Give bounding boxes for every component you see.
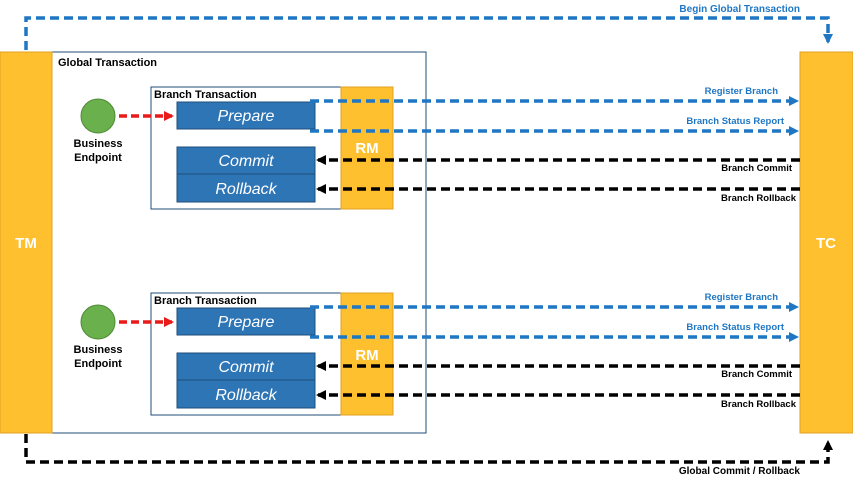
global-commit-rollback-arrow <box>24 434 833 464</box>
prepare-label: Prepare <box>218 108 275 125</box>
rm-label: RM <box>355 347 378 364</box>
business-endpoint-icon <box>80 304 116 340</box>
rm-label: RM <box>355 140 378 157</box>
tm-label: TM <box>15 235 37 252</box>
prepare-label: Prepare <box>218 314 275 331</box>
business-endpoint-icon <box>80 98 116 134</box>
branch-transaction-title: Branch Transaction <box>154 89 257 101</box>
business-endpoint-label-line1: Business <box>74 138 123 150</box>
commit-label: Commit <box>218 359 274 376</box>
prepare-box <box>176 101 316 130</box>
branch-rollback-label: Branch Rollback <box>721 193 797 204</box>
rollback-box <box>176 173 316 203</box>
register-branch-label: Register Branch <box>705 86 779 97</box>
tm-box <box>0 51 53 434</box>
branch-rollback-label: Branch Rollback <box>721 399 797 410</box>
rollback-label: Rollback <box>215 181 277 198</box>
commit-box <box>176 352 316 381</box>
global-transaction-label: Global Transaction <box>58 57 157 69</box>
branch-status-report-label: Branch Status Report <box>686 322 784 333</box>
branch-transaction-title: Branch Transaction <box>154 295 257 307</box>
tc-label: TC <box>816 235 836 252</box>
rollback-label: Rollback <box>215 387 277 404</box>
rollback-box <box>176 379 316 409</box>
business-endpoint-label-line2: Endpoint <box>74 152 122 164</box>
commit-box <box>176 146 316 175</box>
commit-label: Commit <box>218 153 274 170</box>
branch-commit-label: Branch Commit <box>721 163 793 174</box>
business-endpoint-label-line2: Endpoint <box>74 358 122 370</box>
branch-commit-label: Branch Commit <box>721 369 793 380</box>
branch-transaction-1: Branch Transaction Business Endpoint Pre… <box>74 86 800 210</box>
tc-box <box>799 51 853 434</box>
business-endpoint-label-line1: Business <box>74 344 123 356</box>
branch-status-report-label: Branch Status Report <box>686 116 784 127</box>
branch-transaction-2: Branch Transaction Business Endpoint Pre… <box>74 292 800 416</box>
prepare-box <box>176 307 316 336</box>
global-commit-rollback-label: Global Commit / Rollback <box>679 466 801 477</box>
begin-global-transaction-label: Begin Global Transaction <box>679 4 800 15</box>
begin-global-transaction-arrow <box>24 16 833 50</box>
register-branch-label: Register Branch <box>705 292 779 303</box>
